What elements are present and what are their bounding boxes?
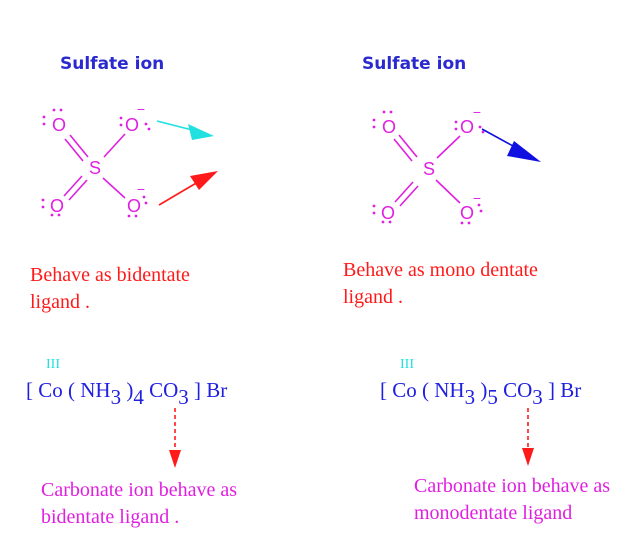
left-title: Sulfate ion <box>60 54 165 74</box>
left-formula-sub-co3: 3 <box>178 385 189 409</box>
left-formula-mid: ) <box>121 378 134 402</box>
left-double-bond-bottom <box>63 175 83 197</box>
right-double-bond-top <box>398 134 418 158</box>
left-red-arrow-shaft <box>158 181 199 206</box>
left-double-bond-top-2 <box>64 138 84 162</box>
left-oxygen-bottom-right: O <box>127 196 141 216</box>
right-oxidation-state: III <box>400 357 414 372</box>
left-sulfate-molecule: S O O O O − − <box>41 101 218 218</box>
left-dashed-arrow <box>169 408 181 468</box>
left-double-bond-top <box>69 134 89 158</box>
right-formula-sub-count: 5 <box>487 385 498 409</box>
left-charge-top: − <box>137 101 145 117</box>
left-oxidation-state: III <box>46 357 60 372</box>
left-formula-open: [ Co ( NH <box>26 378 111 402</box>
left-oxygen-top-right: O <box>125 115 139 135</box>
right-formula-mid: ) <box>475 378 488 402</box>
right-single-bond-bottom <box>435 179 461 204</box>
right-note-line-1: Carbonate ion behave as <box>414 475 611 497</box>
left-note-text: Carbonate ion behave as bidentate ligand… <box>41 477 237 531</box>
left-behavior-line-2: ligand . <box>30 291 90 313</box>
left-red-arrow-head <box>190 171 218 190</box>
right-oxygen-bottom-left: O <box>381 203 395 223</box>
right-formula-sub-nh3: 3 <box>464 385 476 409</box>
right-formula-close: ] Br <box>542 378 582 402</box>
right-sulfate-molecule: S O O O O − − <box>372 104 541 225</box>
left-sulfur-atom: S <box>89 158 101 178</box>
left-single-bond-bottom <box>102 177 126 199</box>
right-charge-bottom: − <box>473 190 481 206</box>
right-lone-pairs <box>372 110 485 225</box>
right-formula-sub-co3: 3 <box>532 385 543 409</box>
right-note-line-2: monodentate ligand <box>414 502 573 524</box>
right-formula-open: [ Co ( NH <box>380 378 465 402</box>
left-double-bond-bottom-2 <box>68 179 88 201</box>
left-oxygen-top-left: O <box>52 115 66 135</box>
right-sulfur-atom: S <box>423 159 435 179</box>
right-oxygen-top-right: O <box>460 117 474 137</box>
left-complex-formula: [ Co ( NH3 )4 CO3 ] Br <box>26 378 228 409</box>
right-double-bond-bottom <box>394 181 414 203</box>
right-double-bond-bottom-2 <box>399 185 419 207</box>
left-oxygen-bottom-left: O <box>50 196 64 216</box>
left-formula-sub-count: 4 <box>133 385 144 409</box>
left-charge-bottom: − <box>137 181 145 197</box>
right-single-bond-top <box>436 135 461 159</box>
right-note-text: Carbonate ion behave as monodentate liga… <box>414 473 610 527</box>
right-double-bond-top-2 <box>393 138 413 162</box>
left-behavior-text: Behave as bidentate ligand . <box>30 262 190 316</box>
right-dashed-arrow <box>522 408 534 466</box>
left-single-bond-top <box>103 133 126 158</box>
left-formula-sub-nh3: 3 <box>110 385 122 409</box>
right-charge-top: − <box>473 104 481 120</box>
right-complex-formula: [ Co ( NH3 )5 CO3 ] Br <box>380 378 582 409</box>
left-formula-co: CO <box>143 378 179 402</box>
right-behavior-text: Behave as mono dentate ligand . <box>343 257 538 311</box>
left-cyan-arrow-head <box>188 124 214 140</box>
left-lone-pairs <box>41 108 151 218</box>
right-formula-co: CO <box>497 378 533 402</box>
right-oxygen-bottom-right: O <box>460 203 474 223</box>
left-note-line-1: Carbonate ion behave as <box>41 479 238 501</box>
right-behavior-line-1: Behave as mono dentate <box>343 259 538 281</box>
right-behavior-line-2: ligand . <box>343 286 403 308</box>
left-formula-close: ] Br <box>188 378 228 402</box>
right-title: Sulfate ion <box>362 54 467 74</box>
right-blue-arrow-head <box>507 141 541 162</box>
left-behavior-line-1: Behave as bidentate <box>30 264 190 286</box>
right-oxygen-top-left: O <box>382 117 396 137</box>
left-note-line-2: bidentate ligand . <box>41 506 180 528</box>
